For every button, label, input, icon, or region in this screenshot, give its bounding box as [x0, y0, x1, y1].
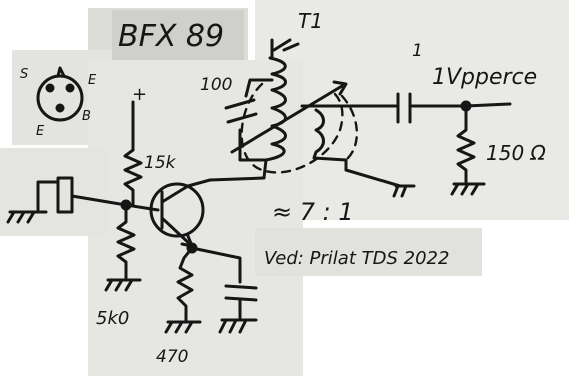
bias-ground: [104, 278, 142, 292]
tune-cap-label: 100: [200, 75, 232, 95]
transistor-body: [149, 182, 205, 238]
transformer-primary: [264, 56, 287, 162]
pin-label-e-bottom: E: [36, 124, 45, 139]
pin-label-s: S: [20, 67, 28, 82]
paper-main-sheet: [255, 0, 569, 220]
labels: BFX 89 T1 S E B E + 100 1 1Vpperce 150 Ω…: [20, 9, 547, 367]
probe-note: Ved: Prilat TDS 2022: [264, 248, 449, 269]
bias-resistor-bottom: [116, 203, 136, 282]
transistor-type: BFX 89: [118, 19, 224, 54]
emitter-resistor-label: 470: [156, 347, 188, 367]
transformer-secondary: [300, 104, 374, 172]
emitter-cap-wire: [190, 246, 242, 284]
paper-side-scrap: [0, 148, 108, 236]
coupling-cap: [396, 92, 412, 124]
turns-ratio-label: ≈ 7 : 1: [272, 198, 354, 226]
pin-label-e-top: E: [88, 73, 97, 88]
load-resistor-label: 150 Ω: [486, 141, 547, 165]
collector-node-wire: [262, 158, 268, 180]
shield-right: [340, 94, 359, 162]
emitter-cap-ground: [218, 298, 258, 334]
output-level-label: 1Vpperce: [432, 65, 537, 90]
load-ground: [450, 182, 486, 196]
transformer-top-mark: [272, 38, 300, 52]
input-ground: [6, 194, 48, 224]
shield-outline: [240, 82, 344, 174]
paper-bottom-scrap: [255, 228, 482, 276]
emitter-resistor: [176, 246, 194, 322]
bias-resistor-bottom-label: 5k0: [96, 308, 129, 329]
transistor-emitter: [160, 216, 194, 248]
bias-resistor-top: [123, 148, 143, 207]
tuning-arrow: [230, 80, 348, 154]
transistor-collector: [160, 176, 266, 204]
paper-title-shade: [112, 10, 244, 60]
base-wire: [124, 203, 160, 212]
coupling-mark: 1: [412, 41, 423, 61]
pin-label-b: B: [82, 109, 91, 124]
pinout-diagram: [36, 66, 84, 122]
emitter-ground: [164, 320, 202, 334]
supply-plus: +: [132, 84, 147, 105]
input-wire: [36, 180, 128, 207]
bias-resistor-top-label: 15k: [144, 153, 177, 173]
transformer-label: T1: [298, 9, 323, 33]
tune-cap-wire: [238, 78, 274, 162]
load-resistor: [456, 104, 476, 184]
